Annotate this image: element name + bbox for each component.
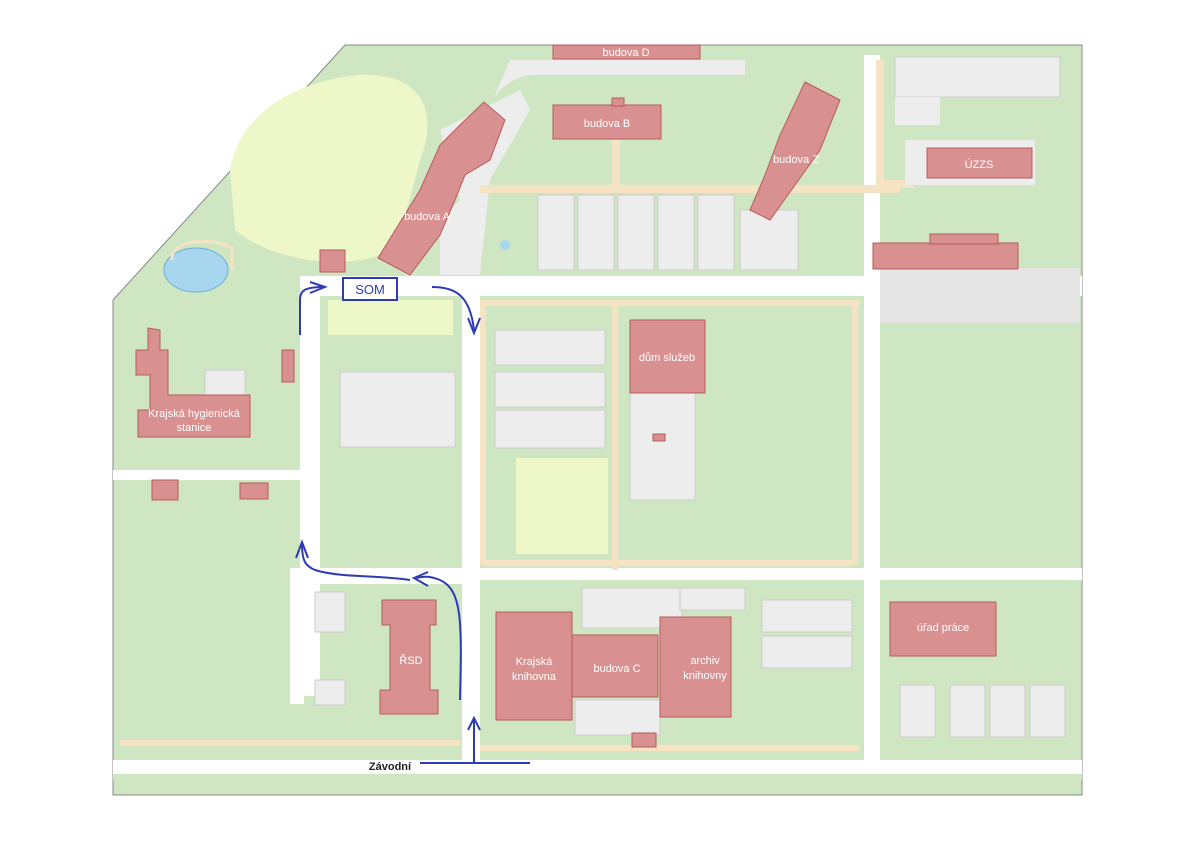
- pond: [163, 247, 229, 293]
- building-hygiena[interactable]: [135, 327, 251, 438]
- building-budova-a[interactable]: [377, 101, 506, 276]
- label-budova-b: budova B: [584, 118, 630, 130]
- label-uzzs: ÚZZS: [965, 158, 994, 171]
- building-budova-d[interactable]: [552, 44, 701, 60]
- building-budova-b[interactable]: [552, 104, 662, 140]
- building-budova-z[interactable]: [749, 81, 841, 221]
- label-archiv-1: archiv: [690, 655, 720, 667]
- building-rsd[interactable]: [379, 599, 439, 715]
- parking-top: [537, 194, 799, 271]
- label-knihovna-1: Krajská: [516, 656, 554, 668]
- building-som-adjacent[interactable]: [319, 249, 346, 273]
- fountain: [500, 240, 510, 250]
- label-rsd: ŘSD: [399, 654, 422, 667]
- label-budova-c: budova C: [593, 663, 640, 675]
- route-path: [295, 281, 530, 764]
- lawn-field: [230, 74, 428, 262]
- road-middle: [470, 568, 1082, 580]
- building-east[interactable]: [872, 242, 1019, 270]
- road-center: [462, 296, 480, 760]
- parking-middle: [339, 329, 696, 501]
- label-dum-sluzeb: dům služeb: [639, 352, 695, 364]
- label-budova-a: budova A: [404, 211, 451, 223]
- label-budova-d: budova D: [602, 47, 649, 59]
- building-urad-prace[interactable]: [889, 601, 997, 657]
- field-middle: [516, 458, 608, 554]
- building-uzzs[interactable]: [926, 147, 1033, 179]
- label-budova-z: budova Z: [773, 154, 819, 166]
- label-archiv-2: knihovny: [683, 670, 727, 682]
- street-label-zavodni: Závodní: [369, 761, 412, 773]
- road-right: [864, 296, 880, 760]
- label-urad-prace: úřad práce: [917, 622, 970, 634]
- field-top: [328, 300, 453, 335]
- building-archiv[interactable]: [659, 616, 732, 718]
- label-hygiena-1: Krajská hygienická: [148, 408, 241, 420]
- som-marker[interactable]: [342, 277, 398, 301]
- building-dum-sluzeb[interactable]: [629, 319, 706, 394]
- building-budova-c[interactable]: [571, 634, 659, 698]
- road-zavodni: [113, 760, 1082, 774]
- som-label: SOM: [355, 282, 385, 297]
- label-knihovna-2: knihovna: [512, 671, 557, 683]
- label-hygiena-2: stanice: [177, 422, 212, 434]
